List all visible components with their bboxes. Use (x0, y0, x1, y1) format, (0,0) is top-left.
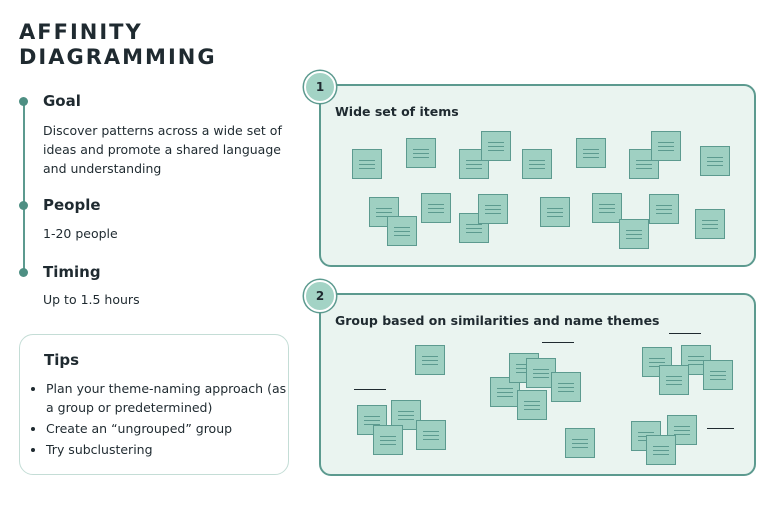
tips-list: Plan your theme-naming approach (as a gr… (30, 379, 296, 461)
sticky-note-icon (619, 219, 649, 249)
sticky-note-icon (592, 193, 622, 223)
step2-label: Group based on similarities and name the… (335, 313, 660, 328)
sticky-note-icon (387, 216, 417, 246)
people-heading: People (43, 196, 101, 214)
sticky-note-icon (551, 372, 581, 402)
sticky-note-icon (406, 138, 436, 168)
sticky-note-icon (415, 345, 445, 375)
theme-name-line (354, 389, 386, 390)
sticky-note-icon (576, 138, 606, 168)
sticky-note-icon (695, 209, 725, 239)
tips-heading: Tips (44, 351, 80, 369)
people-text: 1-20 people (43, 226, 118, 241)
sticky-note-icon (646, 435, 676, 465)
sticky-note-icon (565, 428, 595, 458)
timeline-dot-goal (19, 97, 28, 106)
sticky-note-icon (659, 365, 689, 395)
step1-panel: Wide set of items (319, 84, 756, 267)
tip-item: Try subclustering (46, 440, 296, 459)
step2-panel: Group based on similarities and name the… (319, 293, 756, 476)
sticky-note-icon (481, 131, 511, 161)
sticky-note-icon (703, 360, 733, 390)
sticky-note-icon (649, 194, 679, 224)
sticky-note-icon (352, 149, 382, 179)
page-title: AFFINITY DIAGRAMMING (19, 20, 217, 70)
title-line-1: AFFINITY (19, 20, 143, 44)
timeline-dot-people (19, 201, 28, 210)
sticky-note-icon (478, 194, 508, 224)
timeline-dot-timing (19, 268, 28, 277)
sticky-note-icon (540, 197, 570, 227)
goal-text: Discover patterns across a wide set of i… (43, 123, 282, 176)
sticky-note-icon (700, 146, 730, 176)
step1-badge: 1 (304, 71, 336, 103)
tip-item: Create an “ungrouped” group (46, 419, 296, 438)
sticky-note-icon (416, 420, 446, 450)
timing-text: Up to 1.5 hours (43, 292, 140, 307)
sticky-note-icon (517, 390, 547, 420)
step2-badge: 2 (304, 280, 336, 312)
sticky-note-icon (522, 149, 552, 179)
sticky-note-icon (373, 425, 403, 455)
timeline-line (23, 101, 25, 273)
sticky-note-icon (651, 131, 681, 161)
title-line-2: DIAGRAMMING (19, 45, 217, 69)
sticky-note-icon (357, 405, 387, 435)
theme-name-line (669, 333, 701, 334)
sticky-note-icon (421, 193, 451, 223)
sticky-note-icon (459, 149, 489, 179)
goal-heading: Goal (43, 92, 81, 110)
timing-heading: Timing (43, 263, 101, 281)
theme-name-line (542, 342, 574, 343)
theme-name-line (707, 428, 734, 429)
tips-box: Tips Plan your theme-naming approach (as… (19, 334, 289, 475)
tip-item: Plan your theme-naming approach (as a gr… (46, 379, 296, 417)
step1-label: Wide set of items (335, 104, 459, 119)
